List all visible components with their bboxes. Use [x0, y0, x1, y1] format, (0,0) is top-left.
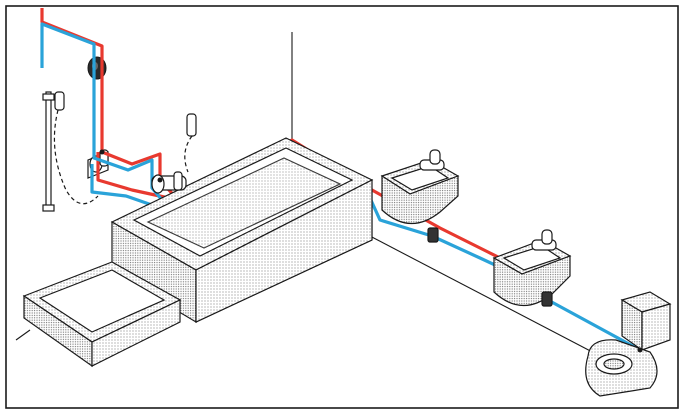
shower-rail-icon: [42, 91, 99, 212]
washbasin-icon: [492, 229, 572, 307]
washbasin-icon: [380, 149, 460, 243]
toilet-icon: [585, 291, 672, 397]
bath-mixer-icon: [151, 113, 197, 194]
bathtub-icon: [110, 137, 374, 324]
valve-details: [99, 149, 643, 353]
frame: [5, 5, 679, 409]
shower-tray-icon: [22, 261, 182, 368]
